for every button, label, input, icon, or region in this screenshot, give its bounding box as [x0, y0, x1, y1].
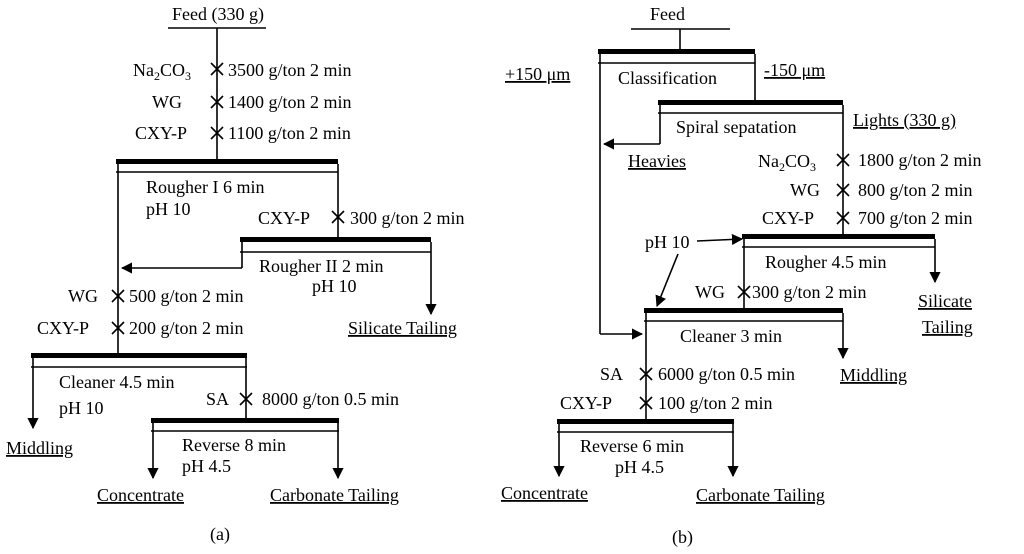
a-carbonate-tailing-label: Carbonate Tailing — [270, 485, 399, 505]
b-heavies-label: Heavies — [628, 151, 686, 171]
b-reagent-cross-4 — [737, 285, 751, 299]
b-cleaner-label: Cleaner 3 min — [680, 326, 782, 346]
a-cleaner-ph: pH 10 — [59, 398, 104, 418]
b-rougher-bar — [742, 234, 935, 239]
b-minus150-label: -150 μm — [764, 60, 825, 80]
a-dose-wg: 1400 g/ton 2 min — [228, 92, 352, 112]
a-reagent-cross-1 — [210, 62, 224, 76]
a-reagent2-cxyp: CXY-P — [37, 318, 89, 338]
a-dose-na2co3: 3500 g/ton 2 min — [228, 60, 352, 80]
b-rougher-label: Rougher 4.5 min — [765, 252, 887, 272]
a-reverse-ph: pH 4.5 — [182, 456, 231, 476]
a-dose2-wg: 500 g/ton 2 min — [129, 286, 244, 306]
b-concentrate-label: Concentrate — [501, 483, 588, 503]
a-reagent-cross-6 — [111, 321, 125, 335]
panel-b-label: (b) — [672, 527, 693, 548]
b-ph10-arrow-rougher — [696, 233, 744, 246]
panel-a-label: (a) — [210, 524, 230, 545]
b-ph10-label: pH 10 — [645, 232, 690, 252]
b-spiral-bar — [658, 100, 843, 105]
b-feed-label: Feed — [650, 4, 685, 24]
a-rougher2-bar — [240, 237, 431, 242]
b-ph10-arrow-cleaner — [655, 253, 679, 308]
a-reagent-na2co3: Na2CO3 — [133, 60, 191, 83]
b-reagent-cross-6 — [639, 396, 653, 410]
b-reverse-ph: pH 4.5 — [615, 457, 664, 477]
a-reverse-label: Reverse 8 min — [182, 435, 286, 455]
b-middling-label: Middling — [840, 365, 907, 385]
a-rougher1-bar — [116, 159, 338, 164]
b-carbonate-tailing-label: Carbonate Tailing — [696, 485, 825, 505]
b-dose-wg: 800 g/ton 2 min — [858, 180, 973, 200]
a-middling-label: Middling — [6, 438, 73, 458]
b-spiral-label: Spiral sepatation — [676, 117, 796, 137]
a-sa-reagent: SA — [206, 389, 229, 409]
b-plus150-label: +150 μm — [505, 64, 570, 84]
b-reverse-bar — [557, 419, 734, 424]
b-dose-na2co3: 1800 g/ton 2 min — [858, 150, 982, 170]
b-classification-label: Classification — [618, 68, 717, 88]
b-wg-dose: 300 g/ton 2 min — [752, 282, 867, 302]
a-feed-label: Feed (330 g) — [172, 4, 264, 25]
b-cxy-reagent: CXY-P — [560, 393, 612, 413]
a-reagent-wg: WG — [152, 92, 182, 112]
b-reagent-na2co3: Na2CO3 — [758, 151, 816, 174]
a-rougher1-label: Rougher I 6 min — [146, 177, 265, 197]
a-rougher2-reagent: CXY-P — [258, 208, 310, 228]
b-dose-cxyp: 700 g/ton 2 min — [858, 208, 973, 228]
a-dose2-cxyp: 200 g/ton 2 min — [129, 318, 244, 338]
a-reagent-cross-5 — [111, 289, 125, 303]
b-silicate-label-1: Silicate — [918, 291, 972, 311]
a-rougher2-label: Rougher II 2 min — [259, 256, 383, 276]
a-cleaner-bar — [31, 353, 247, 358]
panel-b: Feed Classification +150 μm -150 μm Spir… — [501, 4, 982, 548]
b-sa-dose: 6000 g/ton 0.5 min — [658, 364, 795, 384]
b-reagent-cxyp: CXY-P — [762, 208, 814, 228]
b-reagent-cross-5 — [639, 367, 653, 381]
a-reagent-cross-2 — [210, 95, 224, 109]
a-sa-dose: 8000 g/ton 0.5 min — [262, 389, 399, 409]
b-reagent-cross-2 — [836, 183, 850, 197]
b-cxy-dose: 100 g/ton 2 min — [658, 393, 773, 413]
a-dose-cxyp: 1100 g/ton 2 min — [228, 123, 351, 143]
b-sa-reagent: SA — [600, 364, 623, 384]
b-reagent-cross-3 — [836, 211, 850, 225]
a-rougher2-ph: pH 10 — [312, 276, 357, 296]
a-rougher1-ph: pH 10 — [146, 199, 191, 219]
b-reagent-cross-1 — [836, 153, 850, 167]
b-lights-label: Lights (330 g) — [853, 110, 956, 131]
a-concentrate-label: Concentrate — [97, 485, 184, 505]
a-reagent-cross-7 — [239, 392, 253, 406]
b-reverse-label: Reverse 6 min — [580, 436, 684, 456]
a-reagent-cross-3 — [210, 126, 224, 140]
b-reagent-wg: WG — [790, 180, 820, 200]
a-reagent-cross-4 — [331, 210, 345, 224]
b-silicate-label-2: Tailing — [922, 317, 973, 337]
b-classification-bar — [598, 49, 755, 54]
a-reverse-bar — [151, 418, 339, 423]
b-wg-reagent: WG — [695, 282, 725, 302]
a-rougher2-dose: 300 g/ton 2 min — [350, 208, 465, 228]
a-silicate-tailing: Silicate Tailing — [348, 318, 457, 338]
b-cleaner-bar — [644, 308, 843, 313]
a-reagent2-wg: WG — [68, 286, 98, 306]
a-cleaner-label: Cleaner 4.5 min — [59, 372, 174, 392]
panel-a: Feed (330 g) Na2CO3 3500 g/ton 2 min WG … — [6, 4, 465, 545]
a-reagent-cxyp: CXY-P — [135, 123, 187, 143]
